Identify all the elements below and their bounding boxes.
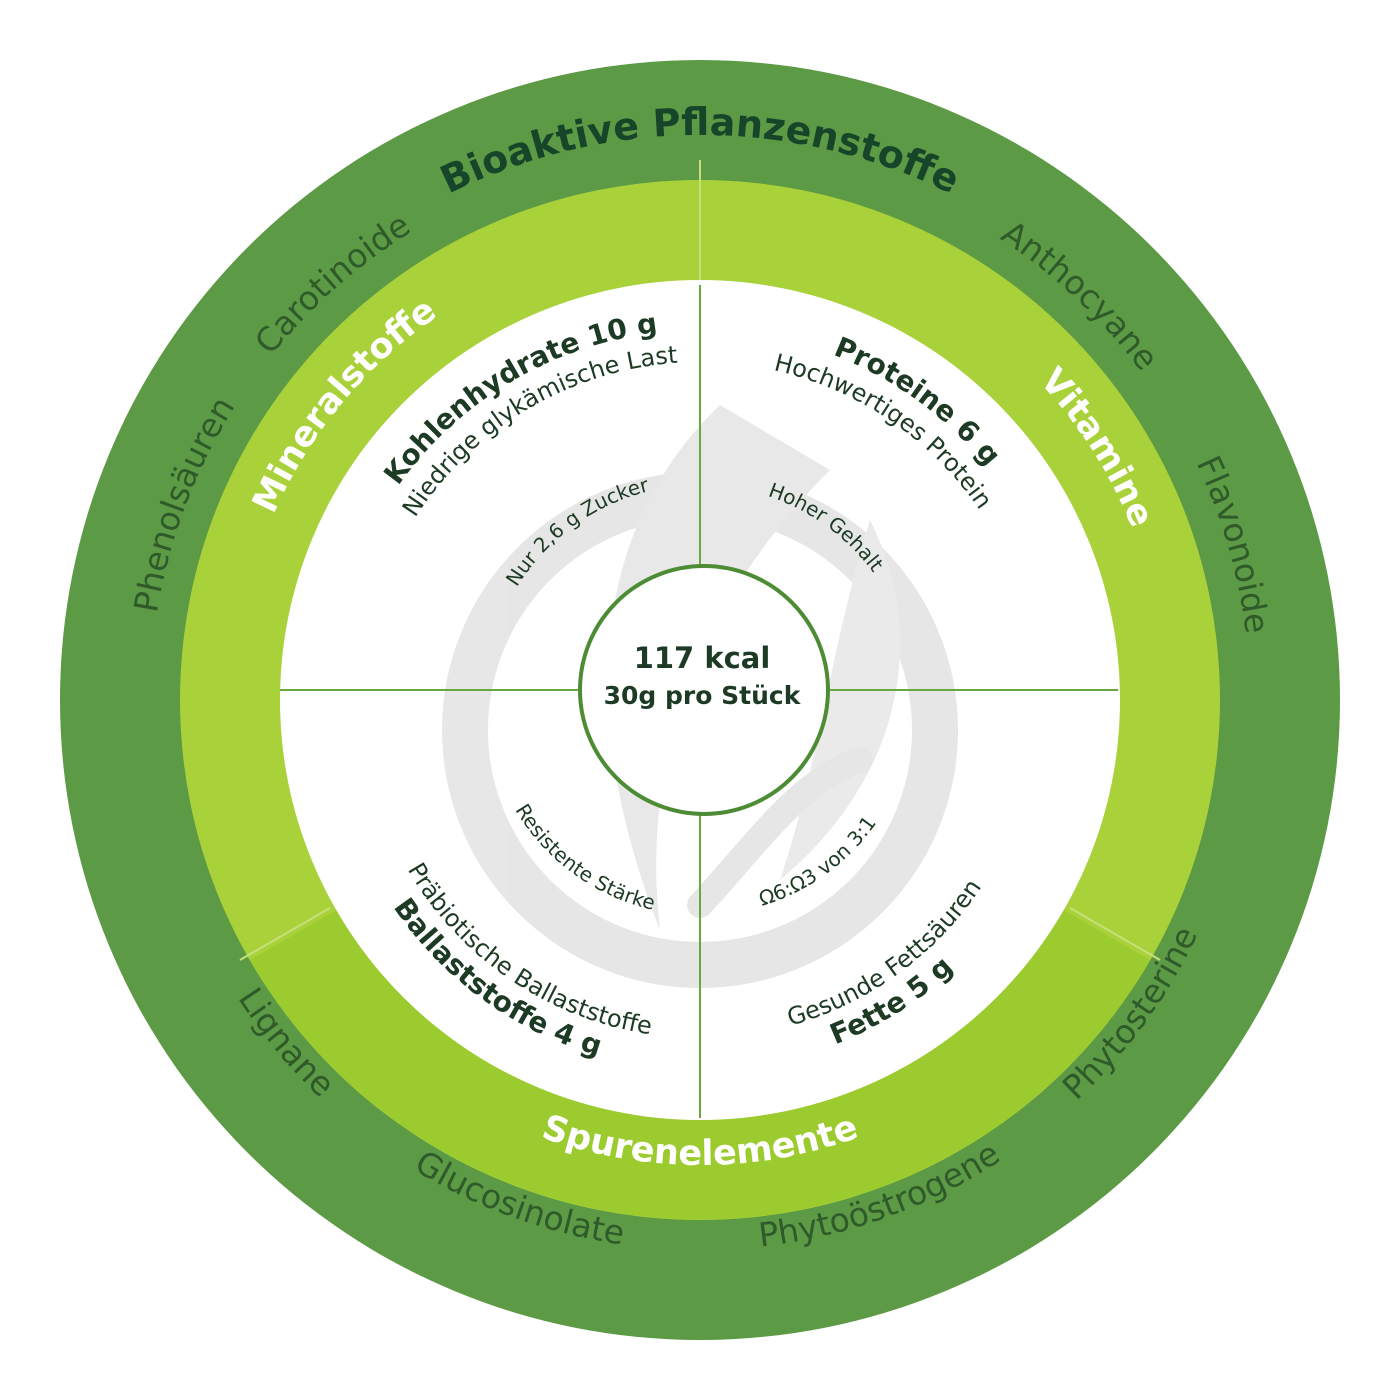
center-portion: 30g pro Stück — [604, 681, 802, 710]
center-kcal: 117 kcal — [634, 641, 771, 675]
center-circle — [578, 564, 830, 816]
middle-divider-left — [239, 907, 331, 961]
middle-divider-right — [1069, 907, 1161, 961]
